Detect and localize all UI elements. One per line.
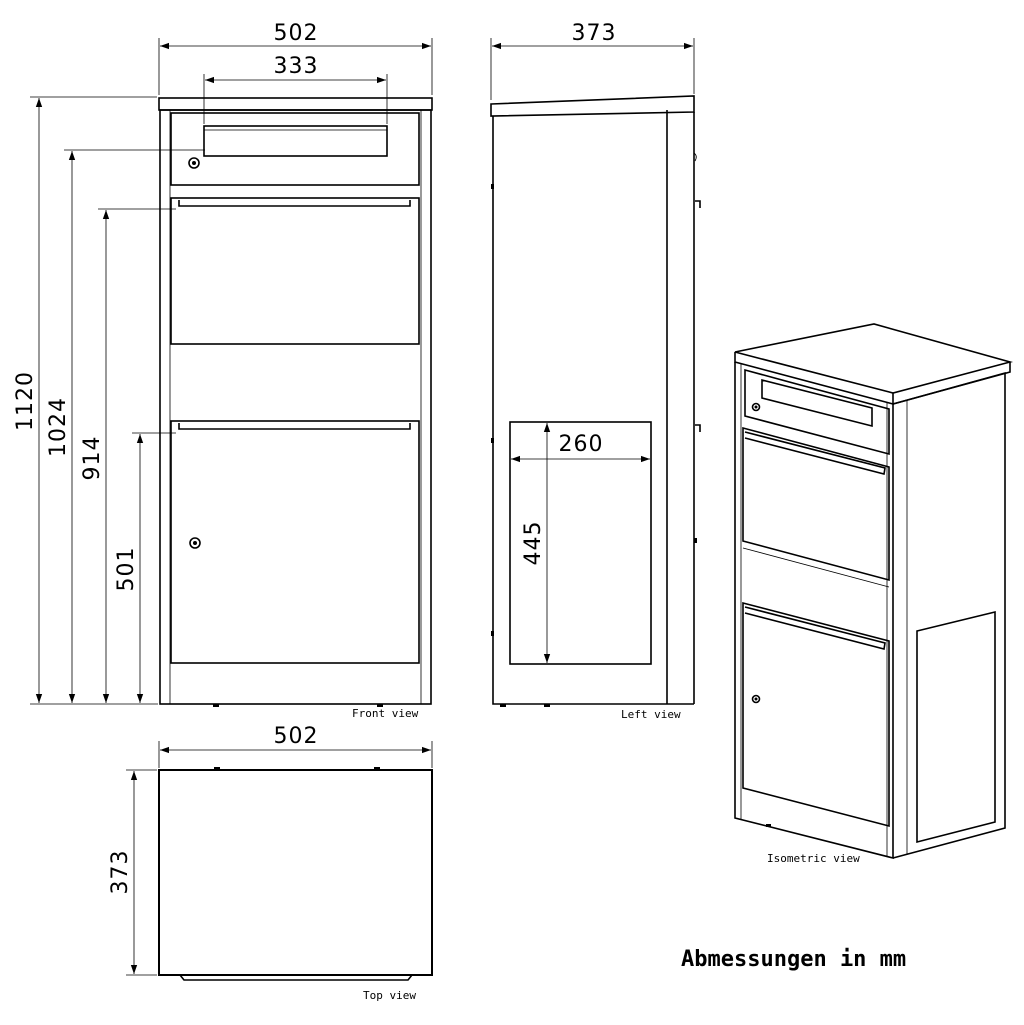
top-dimensions: 502 373: [108, 724, 433, 976]
slot-height-label: 1024: [46, 397, 71, 457]
top-depth-label: 373: [108, 850, 133, 895]
isometric-view: Isometric view: [734, 323, 1014, 865]
front-view-caption: Front view: [352, 707, 419, 720]
upper-door-height-label: 914: [80, 436, 105, 481]
slot-width-label: 333: [274, 54, 319, 79]
top-view: Top view: [158, 767, 433, 1002]
front-view: Front view: [158, 97, 433, 720]
top-width-label: 502: [274, 724, 319, 749]
lock-icon: [189, 537, 201, 549]
left-view: Left view: [490, 95, 701, 721]
front-width-label: 502: [274, 21, 319, 46]
side-panel-width-label: 260: [559, 432, 604, 457]
page-title: Abmessungen in mm: [681, 947, 906, 972]
side-depth-label: 373: [572, 21, 617, 46]
front-dimensions: 502 333 1120 1024 914 501: [13, 21, 433, 705]
top-view-caption: Top view: [363, 989, 416, 1002]
left-dimensions: 373 260 445: [490, 21, 695, 663]
total-height-label: 1120: [13, 371, 38, 431]
side-panel-height-label: 445: [521, 521, 546, 566]
lower-door-height-label: 501: [114, 547, 139, 592]
lock-icon: [188, 157, 200, 169]
left-view-caption: Left view: [621, 708, 681, 721]
isometric-view-caption: Isometric view: [767, 852, 860, 865]
